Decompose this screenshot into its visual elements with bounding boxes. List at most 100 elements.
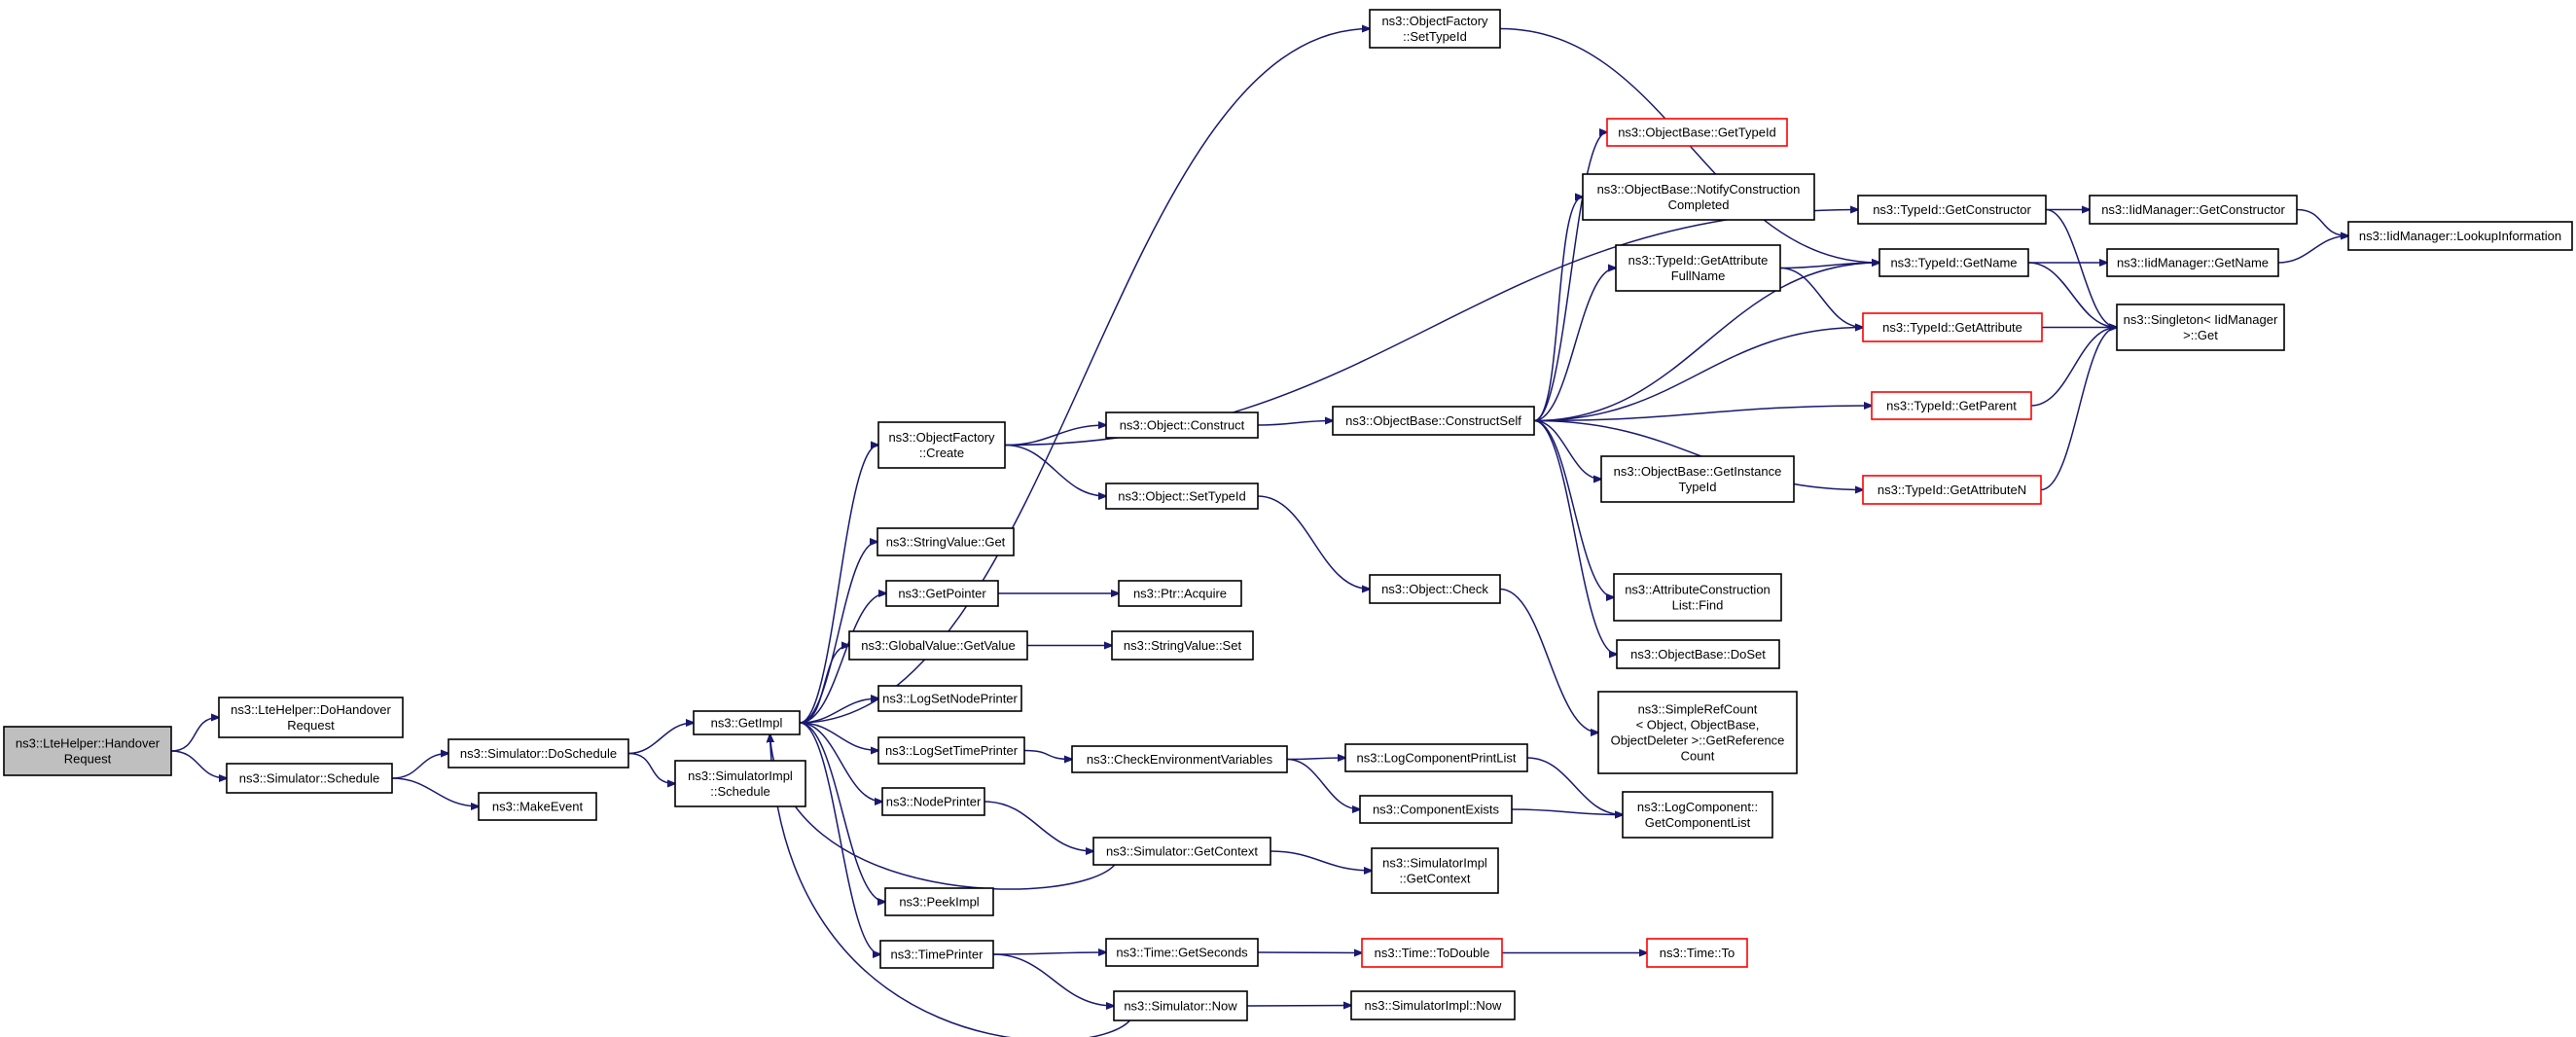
node-box <box>1071 745 1288 773</box>
node-label: ns3::ObjectBase::DoSet <box>1630 647 1766 662</box>
node-time-to-double[interactable]: ns3::Time::ToDouble <box>1361 938 1503 968</box>
node-iid-get-constructor[interactable]: ns3::IidManager::GetConstructor <box>2089 195 2298 225</box>
node-label: ns3::IidManager::GetConstructor <box>2101 202 2285 217</box>
node-ptr-acquire[interactable]: ns3::Ptr::Acquire <box>1118 580 1242 607</box>
node-iid-lookup-information[interactable]: ns3::IidManager::LookupInformation <box>2347 221 2573 251</box>
node-box <box>1332 406 1535 436</box>
node-label: Request <box>64 752 112 767</box>
node-iid-get-name[interactable]: ns3::IidManager::GetName <box>2106 248 2279 277</box>
node-do-schedule[interactable]: ns3::Simulator::DoSchedule <box>447 738 629 769</box>
node-of-create[interactable]: ns3::ObjectFactory::Create <box>877 421 1006 469</box>
node-global-value-get-value[interactable]: ns3::GlobalValue::GetValue <box>848 630 1028 661</box>
node-label: ns3::LteHelper::DoHandover <box>231 702 391 717</box>
edge-get-impl-to-string-value-get <box>799 542 877 724</box>
node-label: ns3::NodePrinter <box>886 795 982 809</box>
node-type-id-get-attribute-n[interactable]: ns3::TypeId::GetAttributeN <box>1862 475 2042 505</box>
edge-sim-now-to-sim-impl-now <box>1246 1006 1351 1007</box>
node-object-construct[interactable]: ns3::Object::Construct <box>1105 411 1259 439</box>
node-label: < Object, ObjectBase, <box>1636 718 1760 733</box>
edge-get-impl-to-global-value-get-value <box>799 646 849 724</box>
node-label: ns3::GetImpl <box>711 716 783 731</box>
node-label: ns3::AttributeConstruction <box>1625 583 1771 597</box>
node-label: ns3::Time::ToDouble <box>1375 946 1490 960</box>
node-label: ns3::TypeId::GetName <box>1890 256 2017 270</box>
node-log-component-get-list[interactable]: ns3::LogComponent::GetComponentList <box>1622 791 1773 839</box>
node-label: ns3::Simulator::GetContext <box>1106 844 1258 859</box>
node-label: ns3::ComponentExists <box>1373 803 1500 817</box>
node-label: ns3::PeekImpl <box>899 895 979 910</box>
edge-type-id-get-attr-full-name-to-type-id-get-attribute <box>1779 267 1863 328</box>
node-box <box>226 763 393 794</box>
node-obj-base-construct-self[interactable]: ns3::ObjectBase::ConstructSelf <box>1332 406 1535 436</box>
edge-get-impl-to-time-printer <box>799 722 880 954</box>
node-string-value-get[interactable]: ns3::StringValue::Get <box>877 527 1015 556</box>
node-object-check[interactable]: ns3::Object::Check <box>1369 574 1501 604</box>
node-get-impl[interactable]: ns3::GetImpl <box>693 710 801 735</box>
node-log-component-print-list[interactable]: ns3::LogComponentPrintList <box>1344 743 1528 772</box>
node-sim-now[interactable]: ns3::Simulator::Now <box>1113 990 1248 1021</box>
node-label: GetComponentList <box>1645 815 1751 830</box>
node-label: Request <box>287 718 335 733</box>
node-get-pointer[interactable]: ns3::GetPointer <box>885 580 999 607</box>
node-box <box>2106 248 2279 277</box>
node-type-id-get-attribute[interactable]: ns3::TypeId::GetAttribute <box>1862 312 2043 342</box>
edge-of-create-to-object-set-type-id <box>1004 444 1106 497</box>
node-label: Completed <box>1668 197 1730 212</box>
node-box <box>447 738 629 769</box>
node-schedule[interactable]: ns3::Simulator::Schedule <box>226 763 393 794</box>
node-log-set-node-printer[interactable]: ns3::LogSetNodePrinter <box>877 685 1022 712</box>
node-box <box>1113 990 1248 1021</box>
node-box <box>478 792 597 821</box>
node-check-env[interactable]: ns3::CheckEnvironmentVariables <box>1071 745 1288 773</box>
node-obj-base-get-type-id[interactable]: ns3::ObjectBase::GetTypeId <box>1606 118 1788 147</box>
node-sim-get-context[interactable]: ns3::Simulator::GetContext <box>1092 837 1271 866</box>
node-box <box>1616 639 1780 669</box>
edge-obj-base-construct-self-to-obj-base-get-instance-type-id <box>1533 419 1601 480</box>
node-label: >::Get <box>2183 328 2218 342</box>
edge-obj-base-construct-self-to-obj-base-get-type-id <box>1533 132 1607 422</box>
edge-schedule-to-make-event <box>391 777 479 806</box>
node-time-to[interactable]: ns3::Time::To <box>1646 938 1748 968</box>
edge-time-printer-to-sim-now <box>992 953 1114 1006</box>
node-box <box>877 736 1025 765</box>
node-make-event[interactable]: ns3::MakeEvent <box>478 792 597 821</box>
node-type-id-get-name[interactable]: ns3::TypeId::GetName <box>1878 248 2029 277</box>
node-box <box>1878 248 2029 277</box>
node-sim-impl-schedule[interactable]: ns3::SimulatorImpl::Schedule <box>674 760 806 807</box>
node-label: ns3::MakeEvent <box>492 800 584 814</box>
node-of-set-type-id[interactable]: ns3::ObjectFactory::SetTypeId <box>1369 9 1501 49</box>
node-log-set-time-printer[interactable]: ns3::LogSetTimePrinter <box>877 736 1025 765</box>
node-singleton-get[interactable]: ns3::Singleton< IidManager>::Get <box>2116 304 2285 351</box>
node-node-printer[interactable]: ns3::NodePrinter <box>881 787 985 816</box>
node-sim-impl-now[interactable]: ns3::SimulatorImpl::Now <box>1350 990 1516 1020</box>
node-simple-ref-count[interactable]: ns3::SimpleRefCount< Object, ObjectBase,… <box>1597 691 1798 774</box>
node-label: ns3::TypeId::GetAttribute <box>1882 320 2022 335</box>
node-type-id-get-constructor[interactable]: ns3::TypeId::GetConstructor <box>1857 195 2047 225</box>
node-label: ns3::GlobalValue::GetValue <box>861 638 1016 653</box>
node-time-printer[interactable]: ns3::TimePrinter <box>879 940 994 969</box>
node-box <box>1111 630 1254 661</box>
node-sim-impl-get-context[interactable]: ns3::SimulatorImpl::GetContext <box>1371 847 1499 894</box>
node-label: ns3::ObjectBase::NotifyConstruction <box>1597 182 1801 197</box>
node-label: ns3::Singleton< IidManager <box>2124 312 2278 327</box>
node-obj-base-notify[interactable]: ns3::ObjectBase::NotifyConstructionCompl… <box>1582 173 1815 221</box>
node-obj-base-do-set[interactable]: ns3::ObjectBase::DoSet <box>1616 639 1780 669</box>
node-component-exists[interactable]: ns3::ComponentExists <box>1359 795 1513 824</box>
edge-obj-base-construct-self-to-type-id-get-attribute-n <box>1533 419 1863 490</box>
node-label: ::Create <box>919 446 964 460</box>
node-label: ns3::GetPointer <box>898 587 986 601</box>
node-label: ns3::TimePrinter <box>891 948 984 962</box>
node-label: ns3::SimulatorImpl::Now <box>1365 998 1502 1013</box>
node-type-id-get-parent[interactable]: ns3::TypeId::GetParent <box>1871 391 2032 420</box>
node-time-get-seconds[interactable]: ns3::Time::GetSeconds <box>1105 938 1259 967</box>
node-object-set-type-id[interactable]: ns3::Object::SetTypeId <box>1105 483 1259 510</box>
node-peek-impl[interactable]: ns3::PeekImpl <box>884 887 994 916</box>
edge-type-id-get-parent-to-singleton-get <box>2030 328 2117 407</box>
node-string-value-set[interactable]: ns3::StringValue::Set <box>1111 630 1254 661</box>
